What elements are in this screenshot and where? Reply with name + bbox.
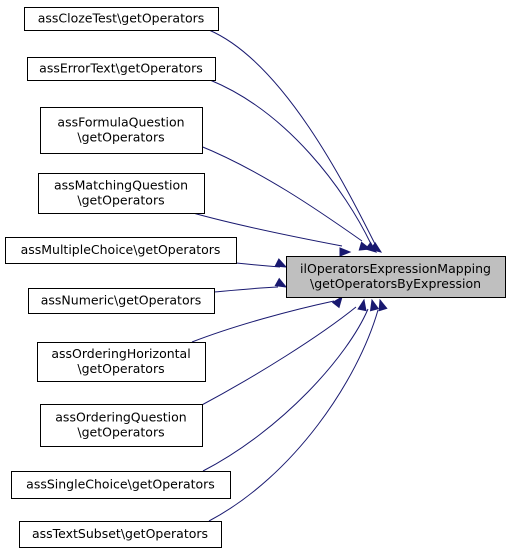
node-box <box>11 471 231 499</box>
edge-ass-ordering-horizontal <box>191 295 343 343</box>
edge-line <box>213 286 279 293</box>
node-box <box>40 404 203 447</box>
node-ass-text-subset[interactable]: assTextSubset\getOperators <box>19 521 222 548</box>
node-label-line: assFormulaQuestion <box>57 115 184 130</box>
node-label-line: assSingleChoice\getOperators <box>26 477 215 492</box>
edge-line <box>199 306 357 407</box>
node-ass-formula-question[interactable]: assFormulaQuestion\getOperators <box>40 107 203 154</box>
node-box <box>19 521 222 548</box>
node-ass-error-text[interactable]: assErrorText\getOperators <box>27 57 216 81</box>
edge-ass-multiple-choice <box>235 258 288 268</box>
node-box <box>28 288 215 314</box>
arrowhead-icon <box>274 277 288 288</box>
arrowhead-icon <box>274 258 288 268</box>
node-label-line: \getOperators <box>77 193 164 208</box>
node-label-line: assOrderingHorizontal <box>51 346 190 361</box>
edge-line <box>197 144 363 242</box>
arrowhead-icon <box>331 295 343 309</box>
arrowhead-icon <box>369 298 380 312</box>
node-label-line: assErrorText\getOperators <box>39 61 203 76</box>
arrowhead-icon <box>357 298 367 312</box>
node-label-line: ilOperatorsExpressionMapping <box>300 261 491 276</box>
edge-line <box>208 309 379 522</box>
node-label-line: assMultipleChoice\getOperators <box>21 242 221 257</box>
edge-ass-cloze-test <box>208 29 383 253</box>
edge-line <box>192 212 343 247</box>
arrowhead-icon <box>378 298 388 312</box>
edge-ass-matching-question <box>192 212 352 257</box>
edge-ass-text-subset <box>208 298 388 522</box>
edge-line <box>191 300 335 343</box>
edge-line <box>202 308 369 472</box>
edge-line <box>235 262 281 268</box>
node-target-getoperatorsbyexpression[interactable]: ilOperatorsExpressionMapping\getOperator… <box>286 256 506 298</box>
node-label-line: assNumeric\getOperators <box>41 293 202 308</box>
node-ass-cloze-test[interactable]: assClozeTest\getOperators <box>24 7 219 31</box>
edges-layer <box>191 29 388 522</box>
arrowhead-icon <box>339 247 352 257</box>
node-label-line: \getOperators <box>77 425 164 440</box>
node-label-line: \getOperators <box>77 130 164 145</box>
edge-ass-ordering-question <box>199 298 367 407</box>
node-box <box>27 57 216 81</box>
edge-ass-formula-question <box>197 144 372 251</box>
node-label-line: \getOperatorsByExpression <box>310 276 481 291</box>
node-label-line: assOrderingQuestion <box>55 410 186 425</box>
node-label-line: \getOperators <box>77 361 164 376</box>
node-box <box>40 107 203 154</box>
edge-ass-numeric <box>213 277 288 293</box>
node-ass-ordering-question[interactable]: assOrderingQuestion\getOperators <box>40 404 203 447</box>
node-box <box>286 256 506 298</box>
node-label-line: assClozeTest\getOperators <box>38 11 205 26</box>
node-label-line: assMatchingQuestion <box>54 178 188 193</box>
nodes-layer: assClozeTest\getOperators assErrorText\ge… <box>5 7 506 548</box>
arrowhead-icon <box>364 241 378 253</box>
edge-line <box>209 79 372 245</box>
node-box <box>5 237 237 264</box>
node-ass-multiple-choice[interactable]: assMultipleChoice\getOperators <box>5 237 237 264</box>
node-ass-matching-question[interactable]: assMatchingQuestion\getOperators <box>38 173 205 214</box>
edge-ass-single-choice <box>202 298 380 472</box>
node-ass-single-choice[interactable]: assSingleChoice\getOperators <box>11 471 231 499</box>
node-box <box>24 7 219 31</box>
node-ass-numeric[interactable]: assNumeric\getOperators <box>28 288 215 314</box>
arrowhead-icon <box>358 241 372 251</box>
node-ass-ordering-horizontal[interactable]: assOrderingHorizontal\getOperators <box>37 342 206 382</box>
edge-ass-error-text <box>209 79 378 253</box>
node-box <box>38 173 205 214</box>
node-label-line: assTextSubset\getOperators <box>32 526 208 541</box>
edge-line <box>208 29 377 247</box>
node-box <box>37 342 206 382</box>
